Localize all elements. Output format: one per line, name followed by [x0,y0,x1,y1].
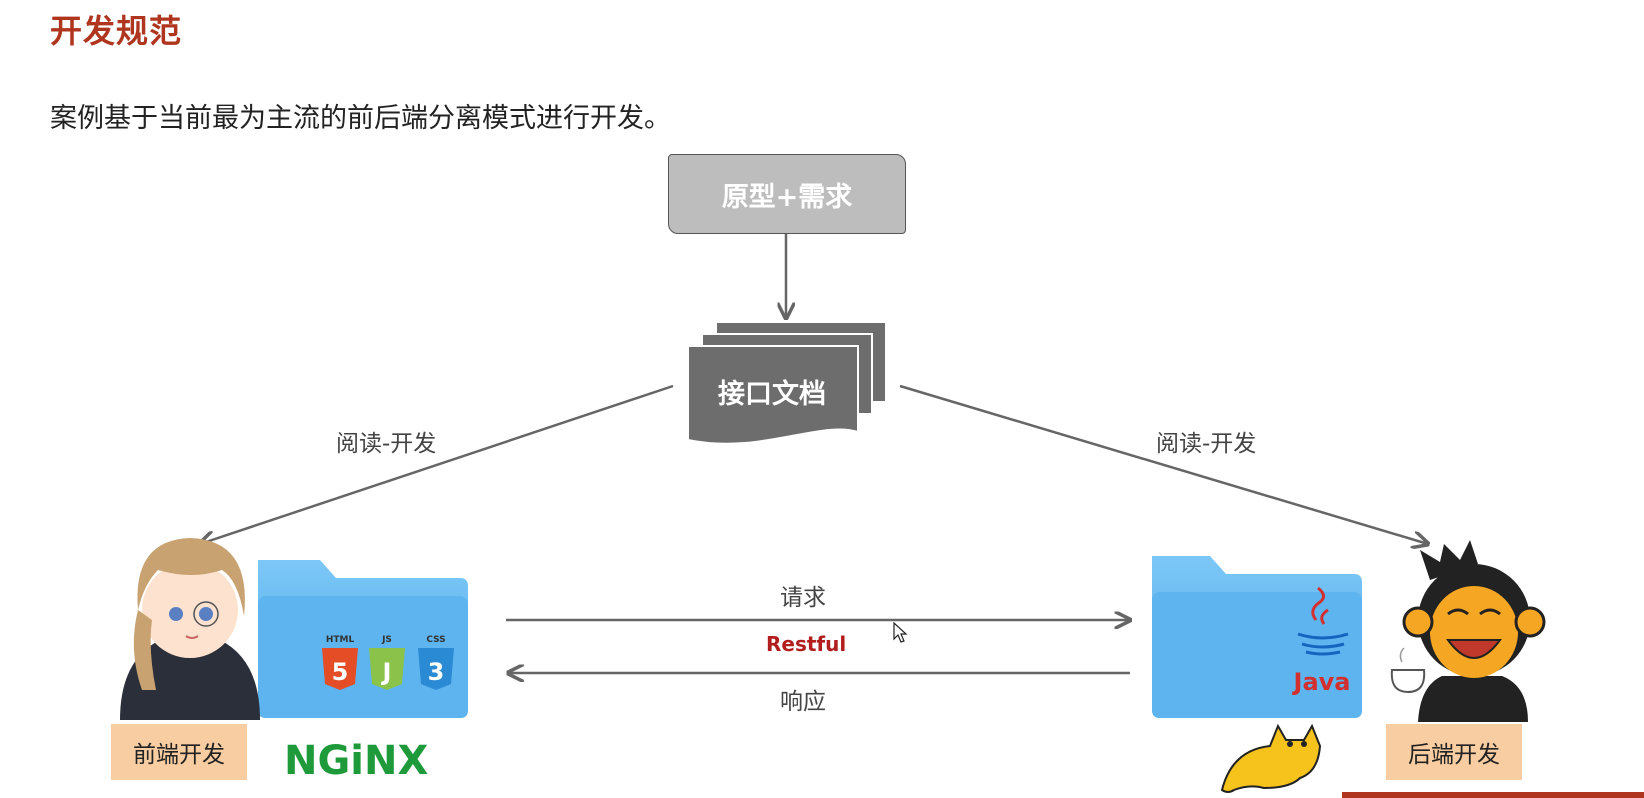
footer-accent-bar [1342,792,1644,798]
mouse-cursor-icon [893,622,908,643]
svg-text:3: 3 [428,658,445,686]
html5-icon: HTML 5 [322,635,358,690]
read-dev-right-label: 阅读-开发 [1156,431,1257,457]
frontend-role-box: 前端开发 [111,724,247,780]
svg-text:HTML: HTML [326,635,355,645]
api-doc-shape [687,321,887,445]
svg-text:JS: JS [381,635,392,645]
doc-to-backend-arrow [899,384,1428,544]
css3-icon: CSS 3 [418,635,454,690]
backend-role-label: 后端开发 [1408,742,1500,768]
restful-label: Restful [766,632,847,656]
request-label: 请求 [780,585,826,611]
backend-developer-avatar [1390,540,1546,722]
page-title: 开发规范 [50,12,183,50]
response-label: 响应 [780,689,826,715]
backend-role-box: 后端开发 [1386,724,1522,780]
backend-folder-icon [1152,556,1362,718]
svg-text:Java: Java [1292,668,1351,696]
svg-text:CSS: CSS [426,635,445,645]
frontend-folder-icon [258,560,468,718]
api-doc-label: 接口文档 [718,379,826,410]
frontend-role-label: 前端开发 [133,742,225,768]
svg-text:J: J [381,658,392,686]
svg-text:5: 5 [332,658,349,686]
nginx-logo: NGiNX [284,738,428,784]
java-icon: Java [1292,586,1351,696]
read-dev-left-label: 阅读-开发 [336,431,437,457]
page-subtitle: 案例基于当前最为主流的前后端分离模式进行开发。 [50,103,671,134]
frontend-developer-avatar [120,538,260,720]
tomcat-icon [1220,723,1322,793]
doc-to-frontend-arrow [200,384,674,544]
prototype-requirements-box: 原型+需求 [668,154,906,234]
prototype-label: 原型+需求 [721,181,853,213]
js-icon: JS J [369,635,405,690]
